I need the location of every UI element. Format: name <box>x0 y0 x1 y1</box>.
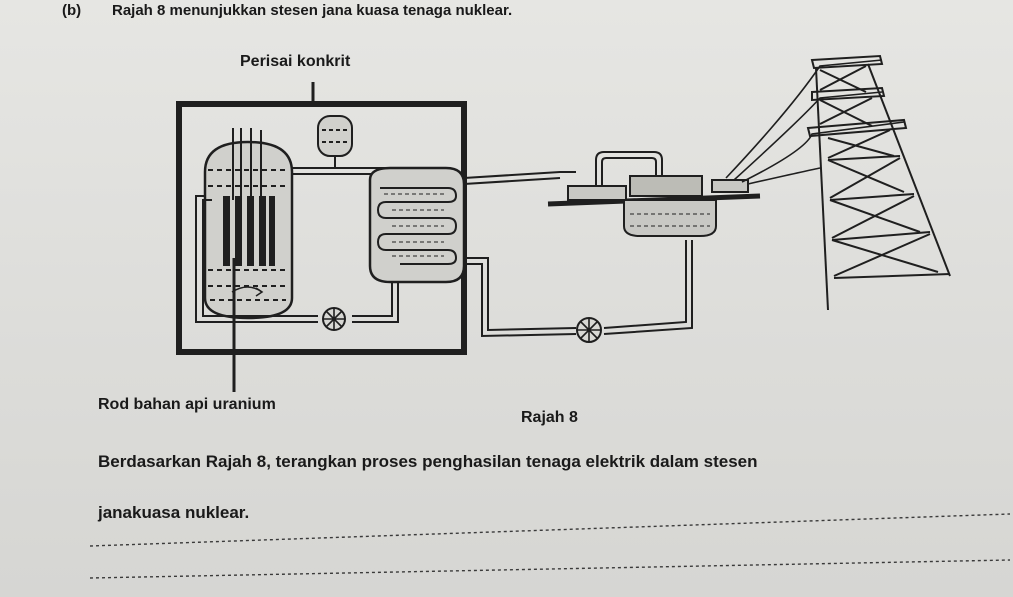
label-concrete-shield: Perisai konkrit <box>240 53 351 70</box>
figure-caption: Rajah 8 <box>521 409 578 426</box>
uranium-fuel-rods <box>223 196 275 266</box>
primary-pump <box>322 307 346 331</box>
secondary-loop <box>463 171 693 338</box>
question-intro: Rajah 8 menunjukkan stesen jana kuasa te… <box>112 2 513 19</box>
transmission-pylon <box>806 54 951 311</box>
label-uranium-rod: Rod bahan api uranium <box>98 396 276 413</box>
answer-lines <box>89 513 1011 579</box>
prompt-line-1: Berdasarkan Rajah 8, terangkan proses pe… <box>98 452 758 471</box>
turbine-generator <box>547 151 761 237</box>
question-label: (b) <box>62 2 82 19</box>
steam-generator <box>368 166 466 284</box>
pressurizer <box>317 115 353 168</box>
secondary-pump <box>576 317 602 343</box>
prompt-line-2: janakuasa nuklear. <box>98 503 250 522</box>
